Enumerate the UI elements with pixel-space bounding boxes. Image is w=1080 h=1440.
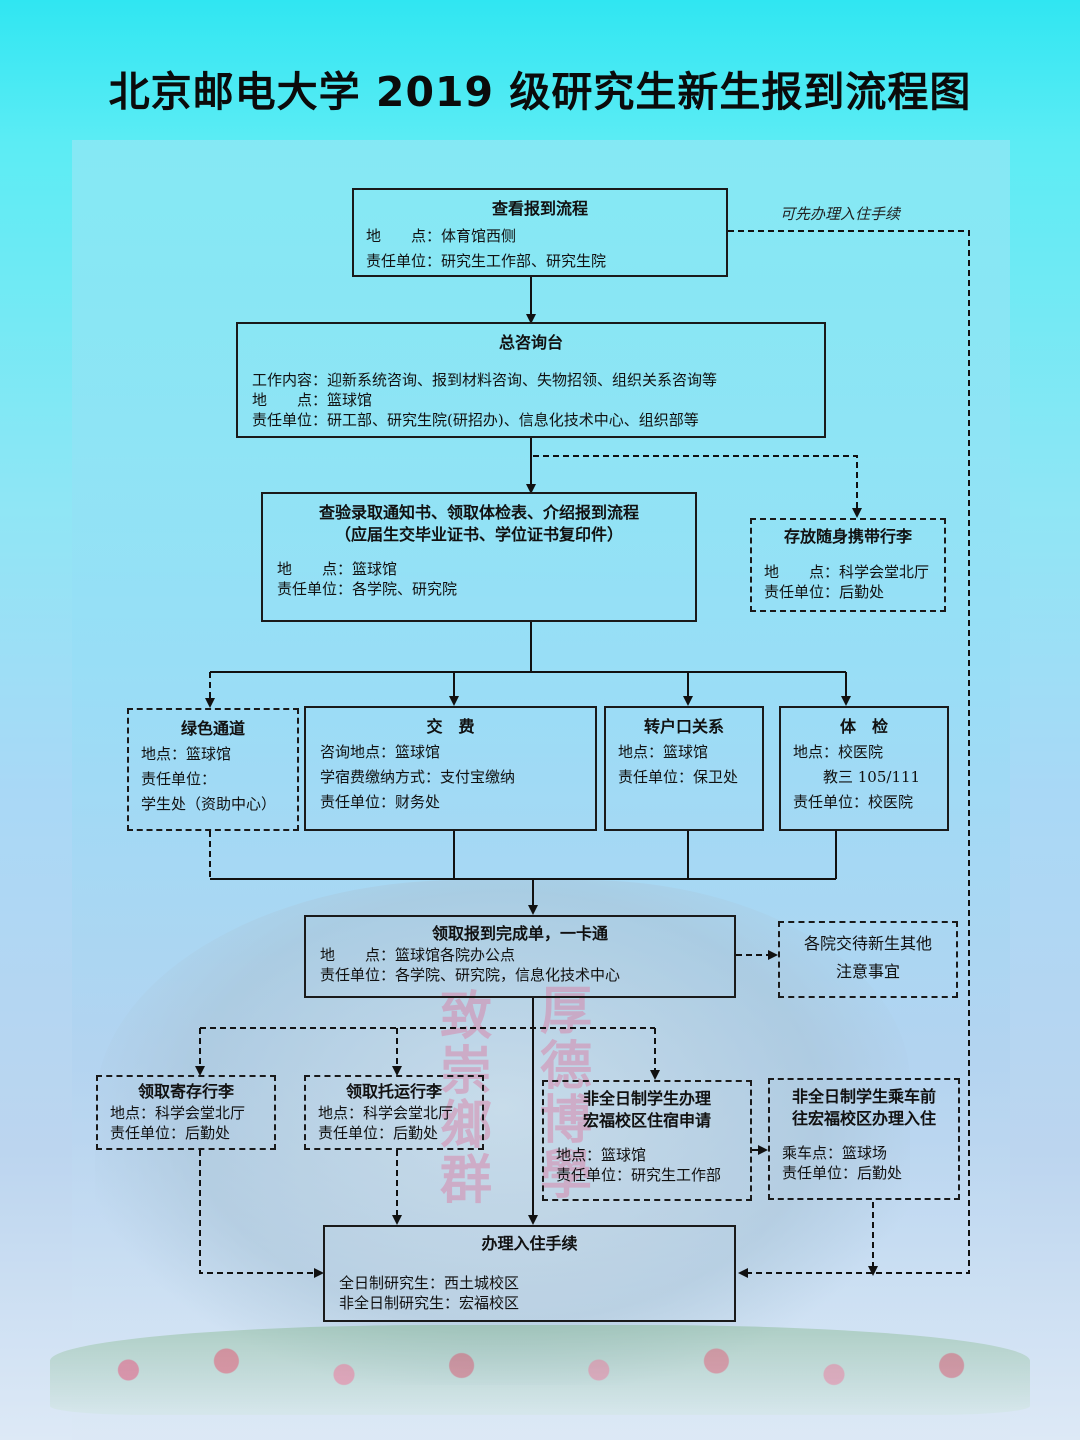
box-green-channel: 绿色通道 地点：篮球馆 责任单位： 学生处（资助中心） bbox=[127, 708, 299, 831]
dash-stored-to-checkin bbox=[199, 1150, 324, 1278]
box-line: 责任单位：保卫处 bbox=[618, 767, 739, 786]
box-line: 地点：科学会堂北厅 bbox=[318, 1103, 454, 1122]
box-line: 地 点：篮球馆各院办公点 bbox=[320, 945, 516, 964]
box-line: 责任单位：后勤处 bbox=[764, 582, 885, 601]
box-title: 转户口关系 bbox=[643, 717, 724, 736]
box-verify: 查验录取通知书、领取体检表、介绍报到流程 （应届生交毕业证书、学位证书复印件） … bbox=[261, 492, 697, 622]
box-subtitle: 往宏福校区办理入住 bbox=[791, 1108, 936, 1128]
box-line: 非全日制研究生：宏福校区 bbox=[339, 1293, 520, 1312]
box-line: 工作内容：迎新系统咨询、报到材料咨询、失物招领、组织关系咨询等 bbox=[252, 370, 718, 389]
rock-image bbox=[95, 880, 910, 1385]
box-title: 交 费 bbox=[426, 717, 475, 736]
box-view-process: 查看报到流程 地 点：体育馆西侧 责任单位：研究生工作部、研究生院 bbox=[352, 188, 728, 277]
box-line: 地 点：体育馆西侧 bbox=[366, 226, 517, 245]
box-line: 责任单位：后勤处 bbox=[318, 1123, 439, 1142]
box-title: 领取报到完成单，一卡通 bbox=[431, 924, 608, 943]
box-line: 全日制研究生：西土城校区 bbox=[339, 1273, 520, 1292]
box-line: 责任单位：各学院、研究院 bbox=[277, 580, 458, 599]
dash-view-to-checkin bbox=[728, 230, 970, 1278]
note-checkin-first: 可先办理入住手续 bbox=[780, 205, 901, 223]
box-checkin: 办理入住手续 全日制研究生：西土城校区 非全日制研究生：宏福校区 bbox=[323, 1225, 736, 1322]
box-title: 体 检 bbox=[839, 717, 888, 736]
page-title: 北京邮电大学 2019 级研究生新生报到流程图 bbox=[108, 68, 972, 116]
box-title: 非全日制学生办理 bbox=[582, 1089, 711, 1108]
box-line: 地 点：篮球馆 bbox=[277, 560, 398, 579]
box-title: 查看报到流程 bbox=[491, 199, 588, 218]
box-card: 领取报到完成单，一卡通 地 点：篮球馆各院办公点 责任单位：各学院、研究院，信息… bbox=[304, 915, 736, 998]
box-title: 总咨询台 bbox=[498, 333, 563, 352]
box-stored-luggage: 领取寄存行李 地点：科学会堂北厅 责任单位：后勤处 bbox=[96, 1075, 276, 1150]
box-line: 各院交待新生其他 bbox=[803, 934, 932, 953]
box-line: 地 点：篮球馆 bbox=[252, 390, 373, 409]
box-line: 责任单位：校医院 bbox=[793, 793, 914, 812]
box-line: 地 点：科学会堂北厅 bbox=[764, 562, 930, 581]
box-parttime-apply: 非全日制学生办理 宏福校区住宿申请 地点：篮球馆 责任单位：研究生工作部 bbox=[542, 1080, 752, 1201]
box-hukou: 转户口关系 地点：篮球馆 责任单位：保卫处 bbox=[604, 706, 764, 831]
box-line: 学宿费缴纳方式：支付宝缴纳 bbox=[320, 767, 516, 786]
box-line: 责任单位： bbox=[141, 769, 217, 788]
box-notice: 各院交待新生其他 注意事宜 bbox=[778, 921, 958, 998]
box-line: 责任单位：研工部、研究生院(研招办)、信息化技术中心、组织部等 bbox=[252, 411, 699, 430]
box-line: 责任单位：后勤处 bbox=[110, 1123, 231, 1142]
box-line: 乘车点：篮球场 bbox=[782, 1144, 888, 1163]
flowers-image bbox=[50, 1325, 1030, 1415]
box-medical: 体 检 地点：校医院 教三 105/111 责任单位：校医院 bbox=[779, 706, 949, 831]
box-title: 查验录取通知书、领取体检表、介绍报到流程 bbox=[318, 503, 639, 522]
box-line: 教三 105/111 bbox=[793, 767, 921, 786]
box-parttime-bus: 非全日制学生乘车前 往宏福校区办理入住 乘车点：篮球场 责任单位：后勤处 bbox=[768, 1078, 960, 1200]
box-title: 绿色通道 bbox=[180, 719, 245, 738]
box-subtitle: （应届生交毕业证书、学位证书复印件） bbox=[334, 524, 623, 544]
box-line: 地点：篮球馆 bbox=[141, 744, 232, 763]
box-title: 非全日制学生乘车前 bbox=[791, 1087, 936, 1106]
box-line: 责任单位：后勤处 bbox=[782, 1164, 903, 1183]
box-title: 领取寄存行李 bbox=[137, 1082, 234, 1101]
box-line: 责任单位：研究生工作部、研究生院 bbox=[366, 251, 607, 270]
box-line: 责任单位：各学院、研究院，信息化技术中心 bbox=[320, 965, 621, 984]
rock-inscription-left: 致崇鄉群 bbox=[440, 986, 495, 1211]
box-line: 咨询地点：篮球馆 bbox=[320, 742, 441, 761]
box-line: 地点：校医院 bbox=[793, 742, 884, 761]
box-title: 领取托运行李 bbox=[345, 1082, 442, 1101]
box-line: 地点：科学会堂北厅 bbox=[110, 1103, 246, 1122]
box-line: 地点：篮球馆 bbox=[618, 742, 709, 761]
box-title: 办理入住手续 bbox=[481, 1234, 578, 1253]
box-subtitle: 宏福校区住宿申请 bbox=[582, 1110, 711, 1130]
box-line: 学生处（资助中心） bbox=[141, 795, 277, 814]
box-fee: 交 费 咨询地点：篮球馆 学宿费缴纳方式：支付宝缴纳 责任单位：财务处 bbox=[304, 706, 597, 831]
dash-consult-to-luggage bbox=[533, 455, 862, 518]
box-line: 地点：篮球馆 bbox=[556, 1146, 647, 1165]
box-line: 责任单位：财务处 bbox=[320, 793, 441, 812]
box-luggage: 存放随身携带行李 地 点：科学会堂北厅 责任单位：后勤处 bbox=[750, 518, 946, 612]
box-line: 注意事宜 bbox=[835, 961, 900, 981]
box-consult: 总咨询台 工作内容：迎新系统咨询、报到材料咨询、失物招领、组织关系咨询等 地 点… bbox=[236, 322, 826, 438]
box-line: 责任单位：研究生工作部 bbox=[556, 1166, 722, 1185]
rock-inscription-right: 厚德博學 bbox=[540, 981, 595, 1206]
box-title: 存放随身携带行李 bbox=[783, 527, 912, 546]
box-shipped-luggage: 领取托运行李 地点：科学会堂北厅 责任单位：后勤处 bbox=[304, 1075, 484, 1150]
